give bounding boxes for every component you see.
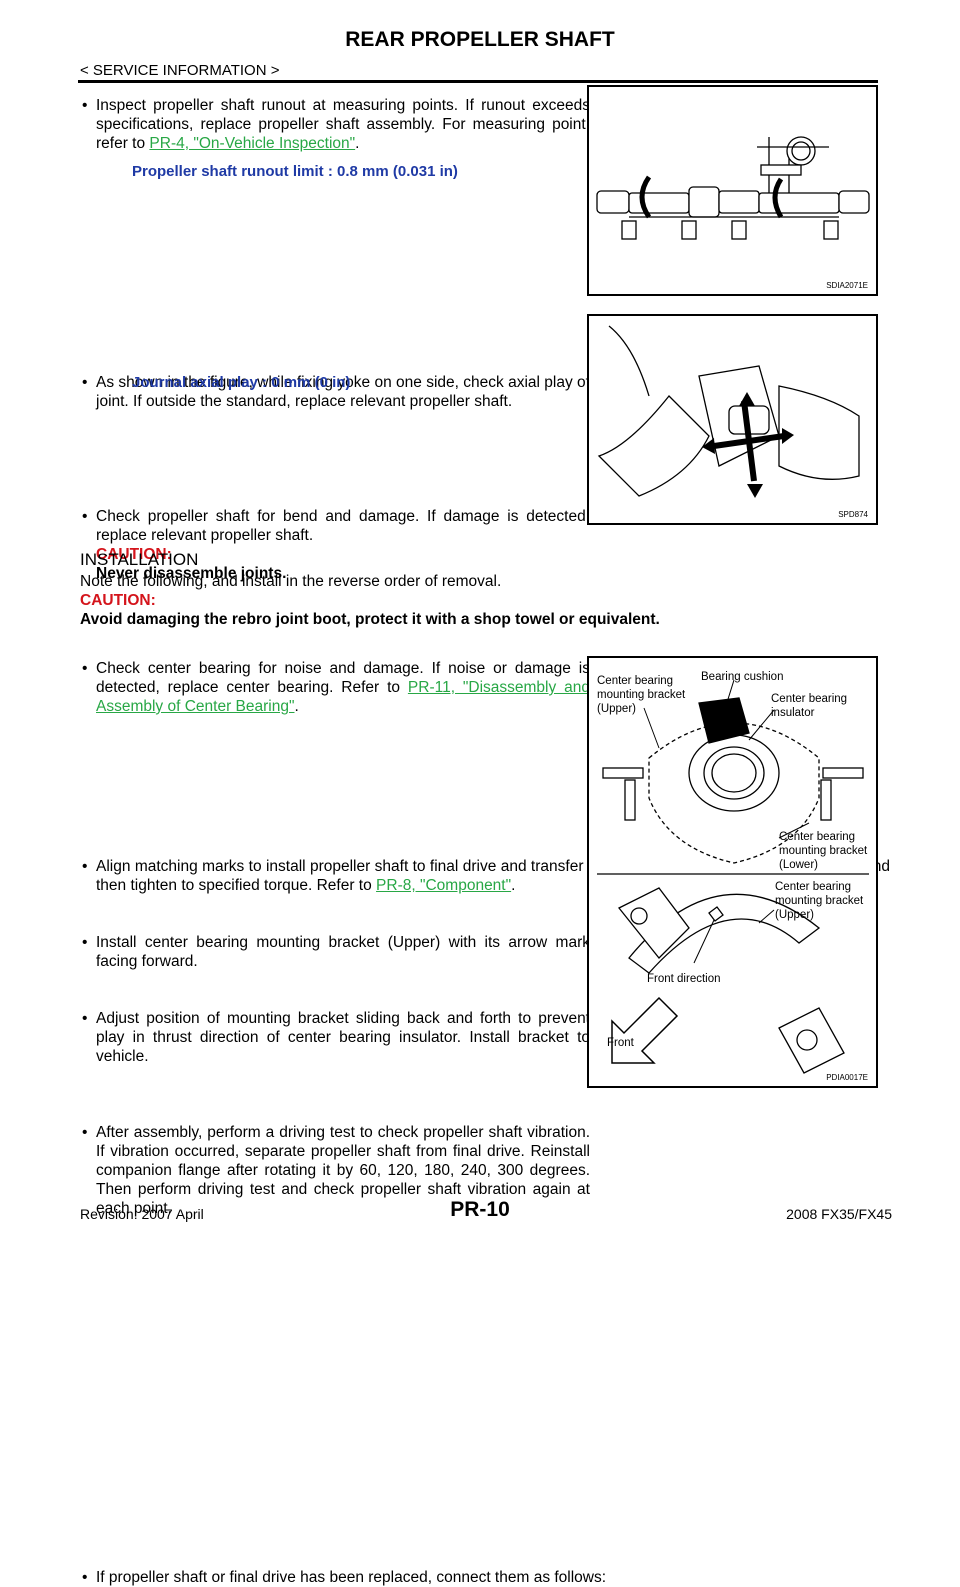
installation-caution-text: Avoid damaging the rebro joint boot, pro… [80,611,660,628]
header-rule [78,80,878,83]
section-breadcrumb: < SERVICE INFORMATION > [80,62,280,79]
install-bullet-3: After assembly, perform a driving test t… [80,1123,590,1218]
install-bullet-1: Install center bearing mounting bracket … [80,933,590,971]
runout-text: Inspect propeller shaft runout at measur… [96,97,590,152]
center-bearing-text-end: . [294,698,299,715]
page-title: REAR PROPELLER SHAFT [345,28,615,51]
axial-figure-id: SPD874 [838,510,868,519]
center-bearing-bullet: Check center bearing for noise and damag… [80,659,590,716]
universal-joint-illustration [597,325,860,498]
revision-label: Revision: 2007 April [80,1206,204,1222]
page-number: PR-10 [450,1198,510,1221]
label-bearing-cushion: Bearing cushion [701,671,784,683]
propeller-shaft-dial-gauge-illustration [596,136,870,240]
align-link[interactable]: PR-8, "Component" [376,877,512,894]
axial-spec: Journal axial play : 0 mm (0 in) [132,374,351,391]
installation-caution-label: CAUTION: [80,592,156,609]
runout-bullet: Inspect propeller shaft runout at measur… [80,96,590,153]
final-bullet: If propeller shaft or final drive has be… [80,1568,886,1587]
label-front-direction: Front direction [647,973,721,985]
center-bearing-text: Check center bearing for noise and damag… [96,660,590,696]
align-text-end: . [511,877,516,894]
label-front: Front [607,1037,634,1049]
center-bearing-bracket-illustration [597,679,869,1074]
runout-text-end: . [355,135,360,152]
bend-caution-label: CAUTION: [96,546,172,563]
install-bullet-2: Adjust position of mounting bracket slid… [80,1009,590,1066]
bracket-figure-id: PDIA0017E [826,1073,868,1082]
bend-caution-text: Never disassemble joints. [96,565,287,582]
runout-spec: Propeller shaft runout limit : 0.8 mm (0… [132,163,458,180]
center-bearing-link[interactable]: PR-11, "Disassembly and Assembly of Cent… [96,679,591,715]
runout-link[interactable]: PR-4, "On-Vehicle Inspection" [149,135,356,152]
axial-figure: SPD874 [587,314,878,525]
label-cb-mounting-upper-bottom: Center bearing mounting bracket (Upper) [775,881,864,921]
label-cb-insulator: Center bearing insulator [771,693,848,719]
runout-figure-id: SDIA2071E [826,281,868,290]
installation-heading: INSTALLATION [80,550,199,569]
bend-bullet: Check propeller shaft for bend and damag… [80,507,590,583]
bend-text: Check propeller shaft for bend and damag… [96,508,590,544]
axial-bullet: As shown in the figure, while fixing yok… [80,373,590,411]
bracket-figure: Center bearing mounting bracket (Upper) … [587,656,878,1088]
label-cb-mounting-lower: Center bearing mounting bracket (Lower) [779,831,868,871]
installation-intro: Note the following, and install in the r… [80,573,502,590]
model-label: 2008 FX35/FX45 [786,1206,892,1222]
label-cb-mounting-upper-top: Center bearing mounting bracket (Upper) [597,675,686,715]
runout-figure: SDIA2071E [587,85,878,296]
